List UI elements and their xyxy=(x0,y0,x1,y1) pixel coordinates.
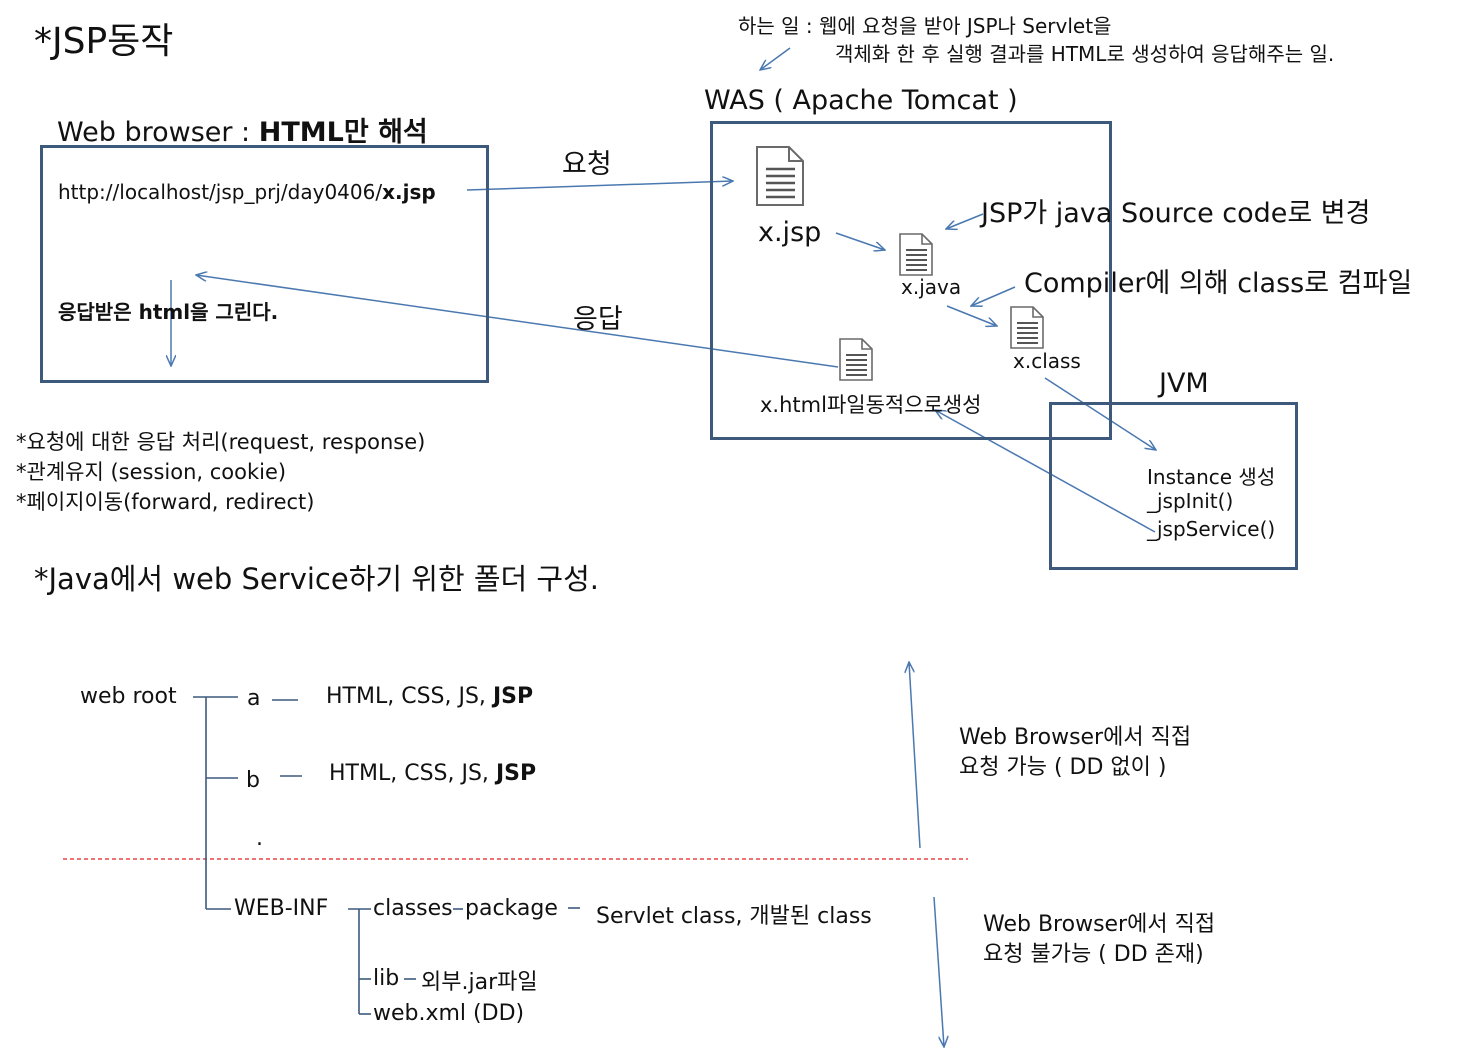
access-denied-line2: 요청 불가능 ( DD 존재) xyxy=(983,942,1204,967)
jvm-label: JVM xyxy=(1159,368,1209,399)
class-file-icon xyxy=(1010,306,1044,349)
render-text-bold: html을 그린다. xyxy=(138,300,279,324)
tree-folder-a-types: HTML, CSS, JS, xyxy=(326,684,493,709)
jsp-file-label: x.jsp xyxy=(758,217,822,248)
feature-forward-redirect: *페이지이동(forward, redirect) xyxy=(16,490,315,514)
tree-classes-desc: Servlet class, 개발된 class xyxy=(596,904,872,929)
tree-folder-b-types: HTML, CSS, JS, xyxy=(329,761,496,786)
was-role-prefix: 하는 일 : xyxy=(738,14,820,38)
tree-folder-a-jsp: JSP xyxy=(492,684,534,709)
tree-web-root: web root xyxy=(80,684,177,709)
tree-folder-b: b xyxy=(246,768,260,793)
jvm-box xyxy=(1049,402,1298,570)
request-url-file: x.jsp xyxy=(382,180,436,204)
compile-note-arrow xyxy=(971,286,1016,306)
was-label: WAS ( Apache Tomcat ) xyxy=(704,85,1018,116)
tree-folder-classes: classes xyxy=(373,896,453,921)
class-to-jvm-arrow xyxy=(1044,377,1156,450)
jsp-file-icon xyxy=(756,146,804,206)
html-file-label: x.html파일동적으로생성 xyxy=(760,393,982,417)
tree-folder-b-desc: HTML, CSS, JS, JSP xyxy=(329,761,536,786)
feature-session-cookie: *관계유지 (session, cookie) xyxy=(16,460,287,484)
tree-file-webxml: web.xml (DD) xyxy=(373,1001,525,1026)
tree-lib-desc: 외부.jar파일 xyxy=(421,970,538,995)
jsp-to-java-arrow xyxy=(835,232,885,250)
jvm-instance-text: Instance 생성 xyxy=(1147,465,1276,489)
tree-folder-package: package xyxy=(465,896,558,921)
restricted-down-arrow xyxy=(933,896,944,1047)
response-label: 응답 xyxy=(573,304,623,335)
access-allowed-line2: 요청 가능 ( DD 없이 ) xyxy=(959,755,1167,780)
was-box xyxy=(710,121,1112,440)
folder-tree-lines xyxy=(193,696,580,1015)
request-arrow xyxy=(466,181,733,191)
browser-label-bold: HTML만 해석 xyxy=(258,117,428,148)
access-allowed-line1: Web Browser에서 직접 xyxy=(959,725,1192,750)
role-pointer-arrow xyxy=(760,47,791,70)
web-browser-box xyxy=(40,145,489,383)
tree-folder-a-desc: HTML, CSS, JS, JSP xyxy=(326,684,533,709)
tree-ellipsis-dot: . xyxy=(256,826,263,851)
tree-folder-a: a xyxy=(247,686,261,711)
browser-label-text: Web browser : xyxy=(57,117,259,148)
java-file-icon xyxy=(899,233,933,276)
was-role-text1: 웹에 요청을 받아 JSP나 Servlet을 xyxy=(819,14,1112,38)
tree-folder-webinf: WEB-INF xyxy=(234,896,329,921)
html-file-icon xyxy=(839,338,873,381)
folder-section-title: *Java에서 web Service하기 위한 폴더 구성. xyxy=(34,562,600,596)
jvm-jspservice-text: _jspService() xyxy=(1147,517,1276,541)
tree-folder-b-jsp: JSP xyxy=(495,761,537,786)
jvm-jspinit-text: _jspInit() xyxy=(1147,489,1234,513)
feature-request-response: *요청에 대한 응답 처리(request, response) xyxy=(16,430,426,454)
render-text: 응답받은 html을 그린다. xyxy=(58,296,278,325)
jsp-to-java-note: JSP가 java Source code로 변경 xyxy=(981,198,1371,229)
response-arrow xyxy=(196,275,839,368)
access-denied-line1: Web Browser에서 직접 xyxy=(983,912,1216,937)
tree-folder-lib: lib xyxy=(373,966,400,991)
accessible-up-arrow xyxy=(909,662,921,849)
java-to-class-arrow xyxy=(946,305,997,326)
page-title: *JSP동작 xyxy=(34,21,174,62)
render-text-prefix: 응답받은 xyxy=(58,300,139,324)
browser-label: Web browser : HTML만 해석 xyxy=(57,110,428,149)
was-role-line1: 하는 일 : 웹에 요청을 받아 JSP나 Servlet을 xyxy=(738,10,1111,39)
request-label: 요청 xyxy=(562,149,612,180)
java-file-label: x.java xyxy=(901,275,962,299)
service-to-html-arrow xyxy=(935,410,1156,533)
compile-note: Compiler에 의해 class로 컴파일 xyxy=(1024,268,1413,299)
source-note-arrow xyxy=(946,213,984,229)
request-url-path: http://localhost/jsp_prj/day0406/ xyxy=(58,180,383,204)
class-file-label: x.class xyxy=(1013,349,1081,373)
request-url: http://localhost/jsp_prj/day0406/x.jsp xyxy=(58,180,436,204)
was-role-line2: 객체화 한 후 실행 결과를 HTML로 생성하여 응답해주는 일. xyxy=(835,42,1335,66)
